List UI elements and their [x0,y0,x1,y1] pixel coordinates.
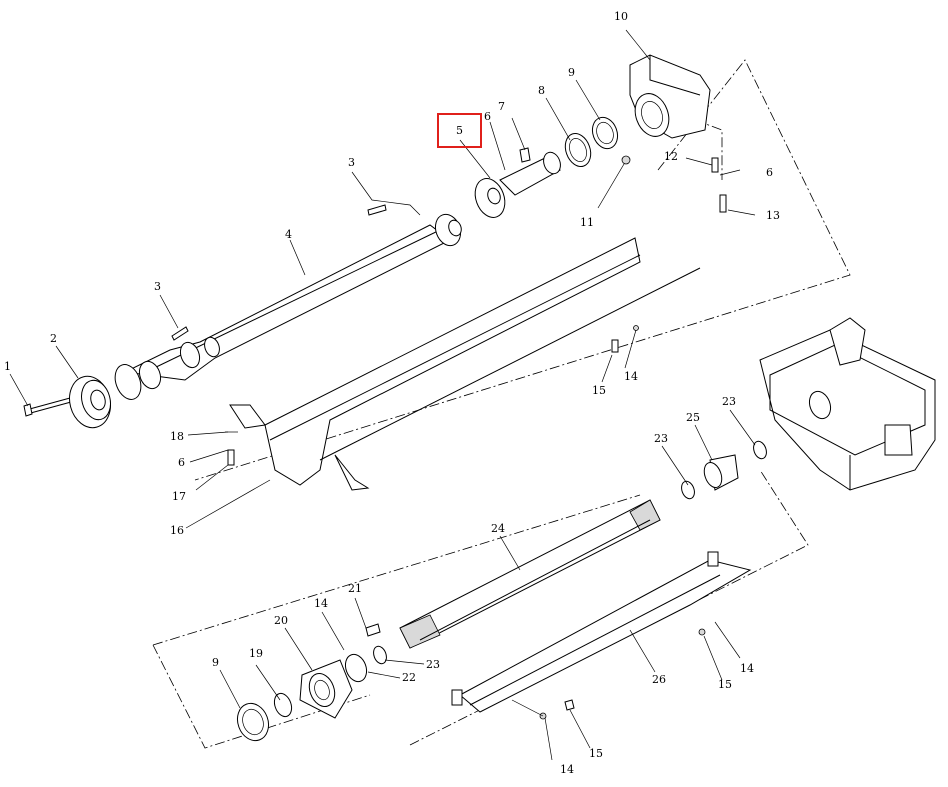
callout-label-2: 2 [50,332,57,345]
flange-housing-20 [299,659,353,719]
callout-label-20: 20 [274,614,288,627]
yoke-flange-5 [474,151,561,218]
callout-label-23: 23 [426,658,440,671]
spline-shaft-24 [399,499,661,649]
callout-label-23: 23 [722,395,736,408]
callout-label-6: 6 [178,456,185,469]
callout-label-17: 17 [172,490,186,503]
upper-assembly-boundary [194,59,851,481]
callout-label-19: 19 [249,647,263,660]
flange-2 [69,375,111,429]
callout-label-26: 26 [652,673,666,686]
bolt-3-upper [367,204,387,216]
callout-label-6: 6 [766,166,773,179]
gearbox-housing [759,317,936,491]
callout-label-5: 5 [456,124,463,137]
bolt-3-lower [171,326,189,341]
bearing-25 [703,454,739,491]
nut-15-right [698,628,706,636]
seal-9-lower [236,702,270,742]
callout-label-4: 4 [285,228,292,241]
ring-22 [344,653,368,683]
callout-label-7: 7 [498,100,505,113]
callout-label-16: 16 [170,524,184,537]
callout-label-14: 14 [314,597,328,610]
callout-label-23: 23 [654,432,668,445]
bolt-1 [23,397,72,417]
snap-ring-23-right [753,440,767,460]
highlight-box-5 [437,113,482,148]
callout-label-14: 14 [740,662,754,675]
snap-ring-19 [273,692,293,718]
callout-label-15: 15 [589,747,603,760]
callout-label-8: 8 [538,84,545,97]
callout-label-3: 3 [154,280,161,293]
snap-ring-23-left [373,645,387,665]
bearing-housing-10 [629,54,711,139]
callout-label-11: 11 [580,216,594,229]
callout-label-25: 25 [686,411,700,424]
bolt-17 [227,449,235,466]
snap-ring-23-mid [681,480,695,500]
leader-lines [9,29,756,761]
callout-label-18: 18 [170,430,184,443]
callout-label-9: 9 [568,66,575,79]
callout-label-6: 6 [484,110,491,123]
callout-label-14: 14 [560,763,574,776]
callout-label-13: 13 [766,209,780,222]
callout-label-24: 24 [491,522,505,535]
bolt-13 [719,194,727,213]
callout-label-21: 21 [348,582,362,595]
nut-11 [621,155,631,165]
driveshaft-4 [114,213,462,400]
snap-ring-8 [564,133,592,167]
screw-7 [519,147,531,163]
callout-label-12: 12 [664,150,678,163]
callout-label-3: 3 [348,156,355,169]
pin-12 [711,157,719,173]
callout-label-14: 14 [624,370,638,383]
callout-label-9: 9 [212,656,219,669]
callout-label-22: 22 [402,671,416,684]
callout-label-15: 15 [718,678,732,691]
callout-label-10: 10 [614,10,628,23]
callout-label-15: 15 [592,384,606,397]
bolt-21 [365,623,381,637]
screw-15-lower [564,699,575,711]
seal-9-upper [591,116,619,150]
screw-15-upper [611,339,619,353]
nut-14-upper [633,325,639,331]
callout-label-1: 1 [4,360,11,373]
shield-26 [451,551,752,713]
shield-16 [229,237,701,491]
